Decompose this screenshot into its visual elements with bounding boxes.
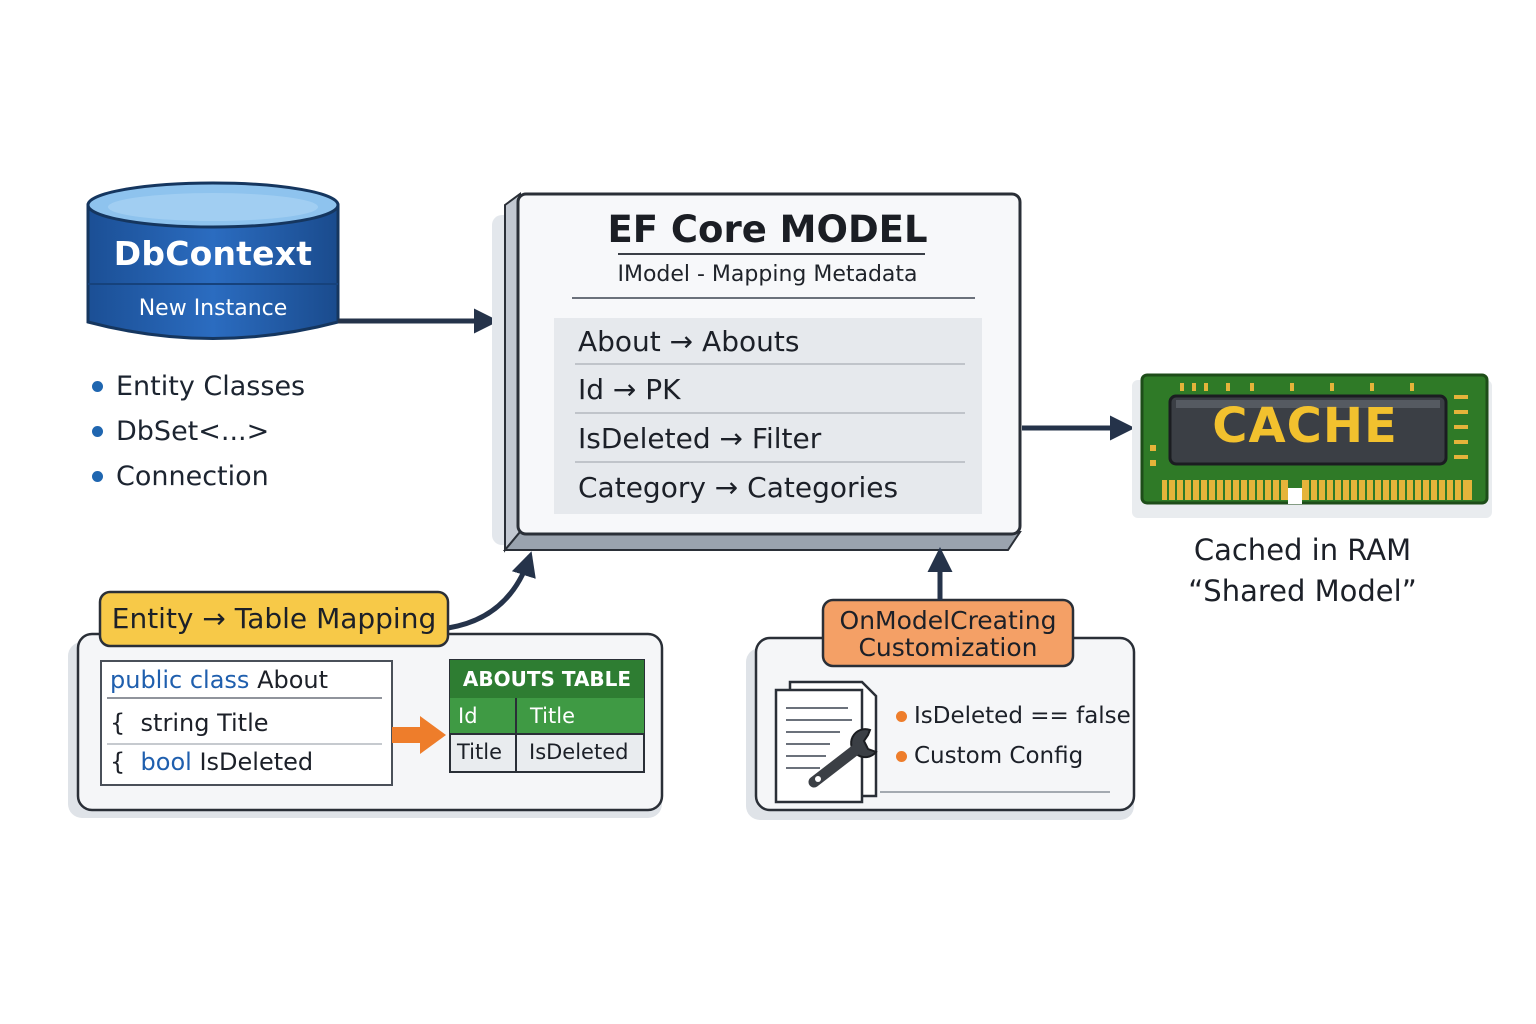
dbcontext-item: DbSet<...> — [90, 413, 305, 458]
table-header-cell: Title — [530, 704, 576, 728]
arrow-class-to-table — [392, 716, 446, 754]
customization-tag: OnModelCreating Customization — [823, 607, 1073, 661]
mapping-row: Category → Categories — [578, 471, 899, 504]
table-cell: IsDeleted — [529, 740, 629, 764]
dbcontext-subtitle: New Instance — [138, 296, 288, 321]
code-class-declaration: public class About — [110, 662, 328, 698]
code-brace: { — [110, 709, 126, 737]
mapping-row: IsDeleted → Filter — [578, 422, 822, 455]
code-text: string Title — [140, 709, 269, 737]
bullet-icon — [92, 471, 103, 482]
code-text: IsDeleted — [199, 748, 314, 776]
code-line-title: { string Title — [110, 705, 269, 741]
document-wrench-icon — [774, 680, 878, 804]
keyword-bool: bool — [140, 748, 192, 776]
table-header-cell: Id — [458, 704, 478, 728]
class-name: About — [257, 666, 329, 694]
dbcontext-item: Connection — [90, 458, 305, 503]
code-brace: { — [110, 748, 126, 776]
code-line-isdeleted: { bool IsDeleted — [110, 744, 313, 780]
customization-tag-line2: Customization — [858, 633, 1038, 662]
cache-caption: Cached in RAM “Shared Model” — [1160, 530, 1445, 612]
cache-label: CACHE — [1212, 398, 1398, 454]
table-cell: Title — [457, 740, 503, 764]
mapping-row: About → Abouts — [578, 325, 800, 358]
keyword-public: public — [110, 666, 183, 694]
entity-mapping-panel — [68, 590, 664, 818]
dbcontext-item: Entity Classes — [90, 368, 305, 413]
cache-caption-line1: Cached in RAM — [1193, 533, 1412, 567]
arrow-mapping-to-model — [447, 551, 536, 631]
mapping-row: Id → PK — [578, 373, 681, 406]
cache-caption-line2: “Shared Model” — [1188, 574, 1417, 608]
memory-module-icon — [1132, 373, 1492, 518]
bullet-icon — [896, 751, 907, 762]
customization-item: Custom Config — [896, 738, 1083, 774]
bullet-icon — [896, 711, 907, 722]
database-cylinder-icon — [86, 181, 340, 340]
customization-tag-line1: OnModelCreating — [839, 606, 1057, 635]
model-subtitle: IModel - Mapping Metadata — [617, 262, 918, 287]
customization-item: IsDeleted == false — [896, 698, 1131, 734]
model-title: EF Core MODEL — [607, 208, 928, 251]
model-box — [492, 192, 1022, 553]
dbcontext-items: Entity Classes DbSet<...> Connection — [90, 368, 305, 503]
bullet-icon — [92, 426, 103, 437]
dbcontext-title: DbContext — [113, 234, 313, 273]
entity-mapping-tag: Entity → Table Mapping — [111, 602, 437, 635]
keyword-class: class — [189, 666, 250, 694]
bullet-icon — [92, 381, 103, 392]
table-title: ABOUTS TABLE — [462, 667, 632, 691]
